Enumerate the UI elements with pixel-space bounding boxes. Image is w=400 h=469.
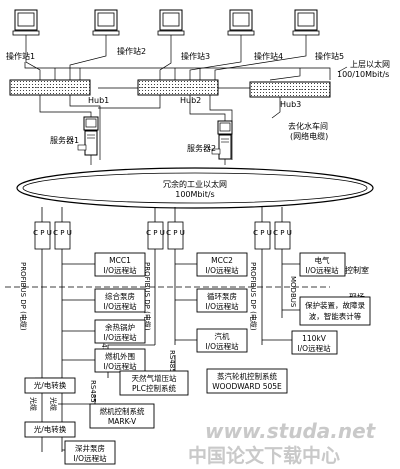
mcc1-subtitle: I/O远程站 [103, 265, 137, 275]
bus-labels: PROFIBUS DP (电缆) PROFIBUS DP (电缆) PROFIB… [19, 262, 297, 411]
hub-3: Hub3 [249, 81, 331, 109]
profibus-label-2: PROFIBUS DP (电缆) [143, 262, 152, 331]
cpu-labels: C P U C P U C P U C P U C P U C P U [33, 229, 292, 237]
water-plant-label: 去化水车间 [288, 121, 328, 131]
operator-station-4: 操作站4 [227, 9, 283, 61]
hub-1-label: Hub1 [88, 96, 109, 105]
protect-line2: 波，智能表计等 [309, 311, 362, 321]
circ-pump-subtitle: I/O远程站 [205, 301, 239, 311]
converter-2-label: 光/电转换 [34, 424, 67, 434]
cpu-label-5: C P U [253, 229, 272, 237]
cpu-label-2: C P U [53, 229, 72, 237]
hub-1: Hub1 [9, 79, 109, 105]
server-1-label: 服务器1 [50, 135, 79, 145]
fiber-label-2: 光缆 [49, 397, 58, 411]
steam-sys-title: 蒸汽轮机控制系统 [217, 371, 277, 381]
mcc1-title: MCC1 [109, 256, 131, 265]
pump-title: 综合泵房 [105, 291, 135, 301]
circ-pump-title: 循环泵房 [207, 291, 237, 301]
server-1: 服务器1 [50, 116, 99, 156]
control-room-label: 控制室 [345, 265, 369, 275]
hub-2-label: Hub2 [180, 96, 201, 105]
kv110-subtitle: I/O远程站 [297, 343, 331, 353]
protect-line1: 保护装置，故障录 [305, 300, 365, 310]
profibus-label-1: PROFIBUS DP (电缆) [19, 262, 28, 331]
profibus-label-3: PROFIBUS DP (电缆) [249, 262, 258, 331]
watermark-text: 中国论文下载中心 [188, 444, 340, 467]
steam-sys-subtitle: WOODWARD 505E [212, 382, 282, 391]
gas-plc-subtitle: PLC控制系统 [132, 383, 176, 393]
operator-station-3-label: 操作站3 [181, 51, 210, 61]
operator-station-1: 操作站1 [6, 9, 40, 61]
pump-subtitle: I/O远程站 [103, 301, 137, 311]
cpu-pairs [34, 207, 291, 250]
gt-aux-subtitle: I/O远程站 [103, 361, 137, 371]
industrial-ethernet-speed: 100Mbit/s [175, 190, 214, 199]
turbine-title: 汽机 [215, 331, 230, 341]
operator-station-5: 操作站5 [292, 9, 344, 61]
operator-station-2: 操作站2 [92, 9, 146, 56]
upper-ethernet-speed: 100/10Mbit/s [337, 70, 389, 79]
mcc2-subtitle: I/O远程站 [205, 265, 239, 275]
converter-1-label: 光/电转换 [34, 380, 67, 390]
fiber-label-1: 光缆 [29, 397, 38, 411]
gt-ctrl-title: 燃机控制系统 [100, 406, 145, 416]
rs485-label-1: RS485 [100, 334, 108, 357]
rs485-label-2: RS485 [168, 350, 176, 373]
operator-station-2-label: 操作站2 [117, 46, 146, 56]
kv110-title: 110kV [302, 334, 327, 343]
watermark: www.studa.net 中国论文下载中心 [188, 419, 377, 467]
server-cables [39, 95, 281, 165]
bus-lines [35, 249, 300, 452]
deep-well-title: 深井泵房 [75, 443, 105, 453]
upper-cables [24, 35, 331, 81]
gt-ctrl-subtitle: MARK-V [108, 417, 137, 426]
deep-well-subtitle: I/O远程站 [73, 453, 107, 463]
industrial-ethernet-ring: 冗余的工业以太网 100Mbit/s [16, 167, 374, 209]
watermark-site: www.studa.net [205, 419, 377, 443]
station-texts: MCC1 I/O远程站 MCC2 I/O远程站 电气 I/O远程站 综合泵房 I… [34, 255, 366, 463]
operator-station-5-label: 操作站5 [315, 51, 344, 61]
operator-station-1-label: 操作站1 [6, 51, 35, 61]
operator-stations: 操作站1 操作站2 操作站3 操作站4 操作站5 [6, 9, 344, 61]
rs485-label-3: RS485 [89, 380, 97, 403]
modbus-label: MODBUS [289, 276, 297, 308]
cpu-label-6: C P U [273, 229, 292, 237]
operator-station-4-label: 操作站4 [254, 51, 283, 61]
water-plant-cable-label: (网络电缆) [290, 131, 328, 141]
electric-title: 电气 [315, 255, 330, 265]
gas-plc-title: 天然气增压站 [132, 373, 177, 383]
turbine-subtitle: I/O远程站 [205, 341, 239, 351]
server-2-label: 服务器2 [187, 143, 216, 153]
gt-aux-title: 燃机外围 [105, 351, 135, 361]
boiler-subtitle: I/O远程站 [103, 332, 137, 342]
station-boxes [24, 252, 371, 465]
hub-3-label: Hub3 [280, 100, 301, 109]
cpu-label-4: C P U [166, 229, 185, 237]
server-2: 服务器2 [187, 120, 233, 160]
industrial-ethernet-label: 冗余的工业以太网 [163, 179, 227, 189]
upper-ethernet-label: 上层以太网 [350, 59, 390, 69]
cpu-label-1: C P U [33, 229, 52, 237]
electric-subtitle: I/O远程站 [305, 265, 339, 275]
boiler-title: 余热锅炉 [105, 322, 135, 332]
operator-station-3: 操作站3 [157, 9, 210, 61]
cpu-label-3: C P U [146, 229, 165, 237]
hub-2: Hub2 [137, 79, 219, 105]
mcc2-title: MCC2 [211, 256, 233, 265]
